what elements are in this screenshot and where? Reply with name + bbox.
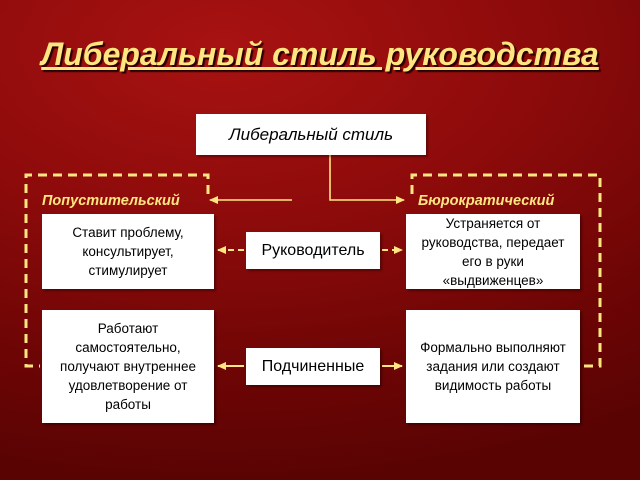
permissive-subordinates-line: самостоятельно, bbox=[75, 340, 181, 355]
permissive-subordinates-box: Работают самостоятельно, получают внутре… bbox=[42, 310, 214, 423]
permissive-leader-line: консультирует, bbox=[82, 244, 174, 259]
permissive-subordinates-line: получают внутреннее bbox=[60, 359, 196, 374]
leader-box: Руководитель bbox=[246, 232, 380, 269]
permissive-leader-box: Ставит проблему, консультирует, стимулир… bbox=[42, 214, 214, 289]
bureaucratic-leader-line: его в руки bbox=[462, 253, 524, 269]
top-to-right-connector bbox=[329, 155, 405, 204]
permissive-leader-line: стимулирует bbox=[88, 263, 168, 278]
bureaucratic-subordinates-line: Формально выполняют bbox=[420, 340, 566, 355]
leader-label: Руководитель bbox=[261, 241, 365, 259]
bureaucratic-subordinates-box: Формально выполняют задания или создают … bbox=[406, 310, 580, 423]
bureaucratic-leader-box: Устраняется от руководства, передает его… bbox=[406, 214, 580, 289]
liberal-style-box: Либеральный стиль bbox=[196, 114, 426, 155]
bureaucratic-subordinates-line: видимость работы bbox=[434, 378, 552, 393]
liberal-style-label: Либеральный стиль bbox=[228, 124, 394, 144]
bureaucratic-leader-line: Устраняется от bbox=[445, 215, 541, 231]
permissive-subordinates-line: работы bbox=[105, 397, 151, 412]
bureaucratic-leader-line: руководства, передает bbox=[421, 234, 565, 250]
bureaucratic-style-label: Бюрократический bbox=[418, 193, 555, 209]
bureaucratic-subordinates-line: задания или создают bbox=[426, 359, 560, 374]
bureaucratic-leader-line: «выдвиженцев» bbox=[442, 272, 544, 288]
slide-title: Либеральный стиль руководства bbox=[41, 36, 599, 72]
permissive-style-label: Попустительский bbox=[42, 193, 180, 209]
permissive-subordinates-line: Работают bbox=[97, 321, 159, 336]
permissive-subordinates-line: удовлетворение от bbox=[68, 378, 188, 393]
subordinates-label: Подчиненные bbox=[261, 357, 365, 375]
permissive-leader-line: Ставит проблему, bbox=[72, 225, 184, 240]
left-dashed-bracket bbox=[24, 173, 210, 368]
subordinates-box: Подчиненные bbox=[246, 348, 380, 385]
